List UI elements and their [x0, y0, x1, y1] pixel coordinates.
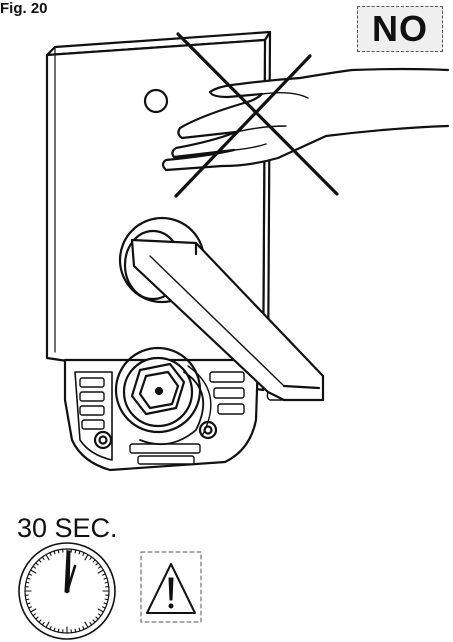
clock-tick — [35, 616, 39, 620]
clock-tick — [84, 554, 89, 561]
clock-tick — [98, 565, 102, 569]
clock-tick — [32, 613, 36, 617]
clock-tick — [92, 619, 96, 623]
clock-tick — [45, 554, 50, 561]
clock-tick — [28, 573, 32, 576]
clock-tick — [57, 628, 60, 633]
clock-tick — [95, 616, 99, 620]
clock-tick — [45, 621, 50, 628]
clock-tick — [32, 565, 36, 569]
clock-tick — [49, 552, 52, 556]
faucet-spout — [118, 216, 325, 402]
clock-tick — [38, 619, 42, 623]
clock-tick — [25, 598, 30, 601]
clock-tick — [30, 608, 37, 613]
prohibited-x-icon — [174, 32, 339, 198]
clock-tick — [25, 581, 30, 584]
clock-tick — [89, 622, 93, 626]
clock-tick — [97, 569, 104, 574]
clock-tick — [57, 549, 60, 554]
clock-tick — [84, 621, 89, 628]
warning-triangle-icon — [140, 551, 202, 623]
clock-tick — [78, 550, 81, 555]
clock-tick — [97, 608, 104, 613]
clock-tick — [103, 602, 108, 605]
clock-tick — [35, 562, 39, 566]
clock-tick — [82, 552, 85, 556]
clock-tick — [104, 598, 109, 601]
clock-tick — [53, 627, 56, 632]
clock-tick — [78, 627, 81, 632]
clock-tick — [30, 569, 37, 574]
clock-tick — [26, 602, 31, 605]
figure-label: Fig. 20 — [0, 0, 48, 17]
clock-tick — [26, 577, 31, 580]
clock-tick — [28, 606, 32, 609]
clock-tick — [49, 626, 52, 630]
clock-tick — [92, 559, 96, 563]
clock-tick — [98, 613, 102, 617]
clock-tick — [38, 559, 42, 563]
hand-illustration — [161, 67, 450, 172]
clock-tick — [74, 549, 77, 554]
mounting-bracket — [63, 346, 260, 472]
clock-tick — [95, 562, 99, 566]
clock-tick — [41, 556, 45, 560]
no-badge: NO — [357, 6, 443, 52]
clock-tick — [74, 628, 77, 633]
clock-tick — [102, 606, 106, 609]
clock-tick — [41, 622, 45, 626]
clock-icon — [18, 542, 116, 640]
clock-tick — [53, 550, 56, 555]
wait-duration-label: 30 SEC. — [17, 513, 118, 543]
clock-tick — [104, 581, 109, 584]
clock-tick — [89, 556, 93, 560]
clock-tick — [103, 577, 108, 580]
clock-tick — [102, 573, 106, 576]
clock-tick — [82, 626, 85, 630]
